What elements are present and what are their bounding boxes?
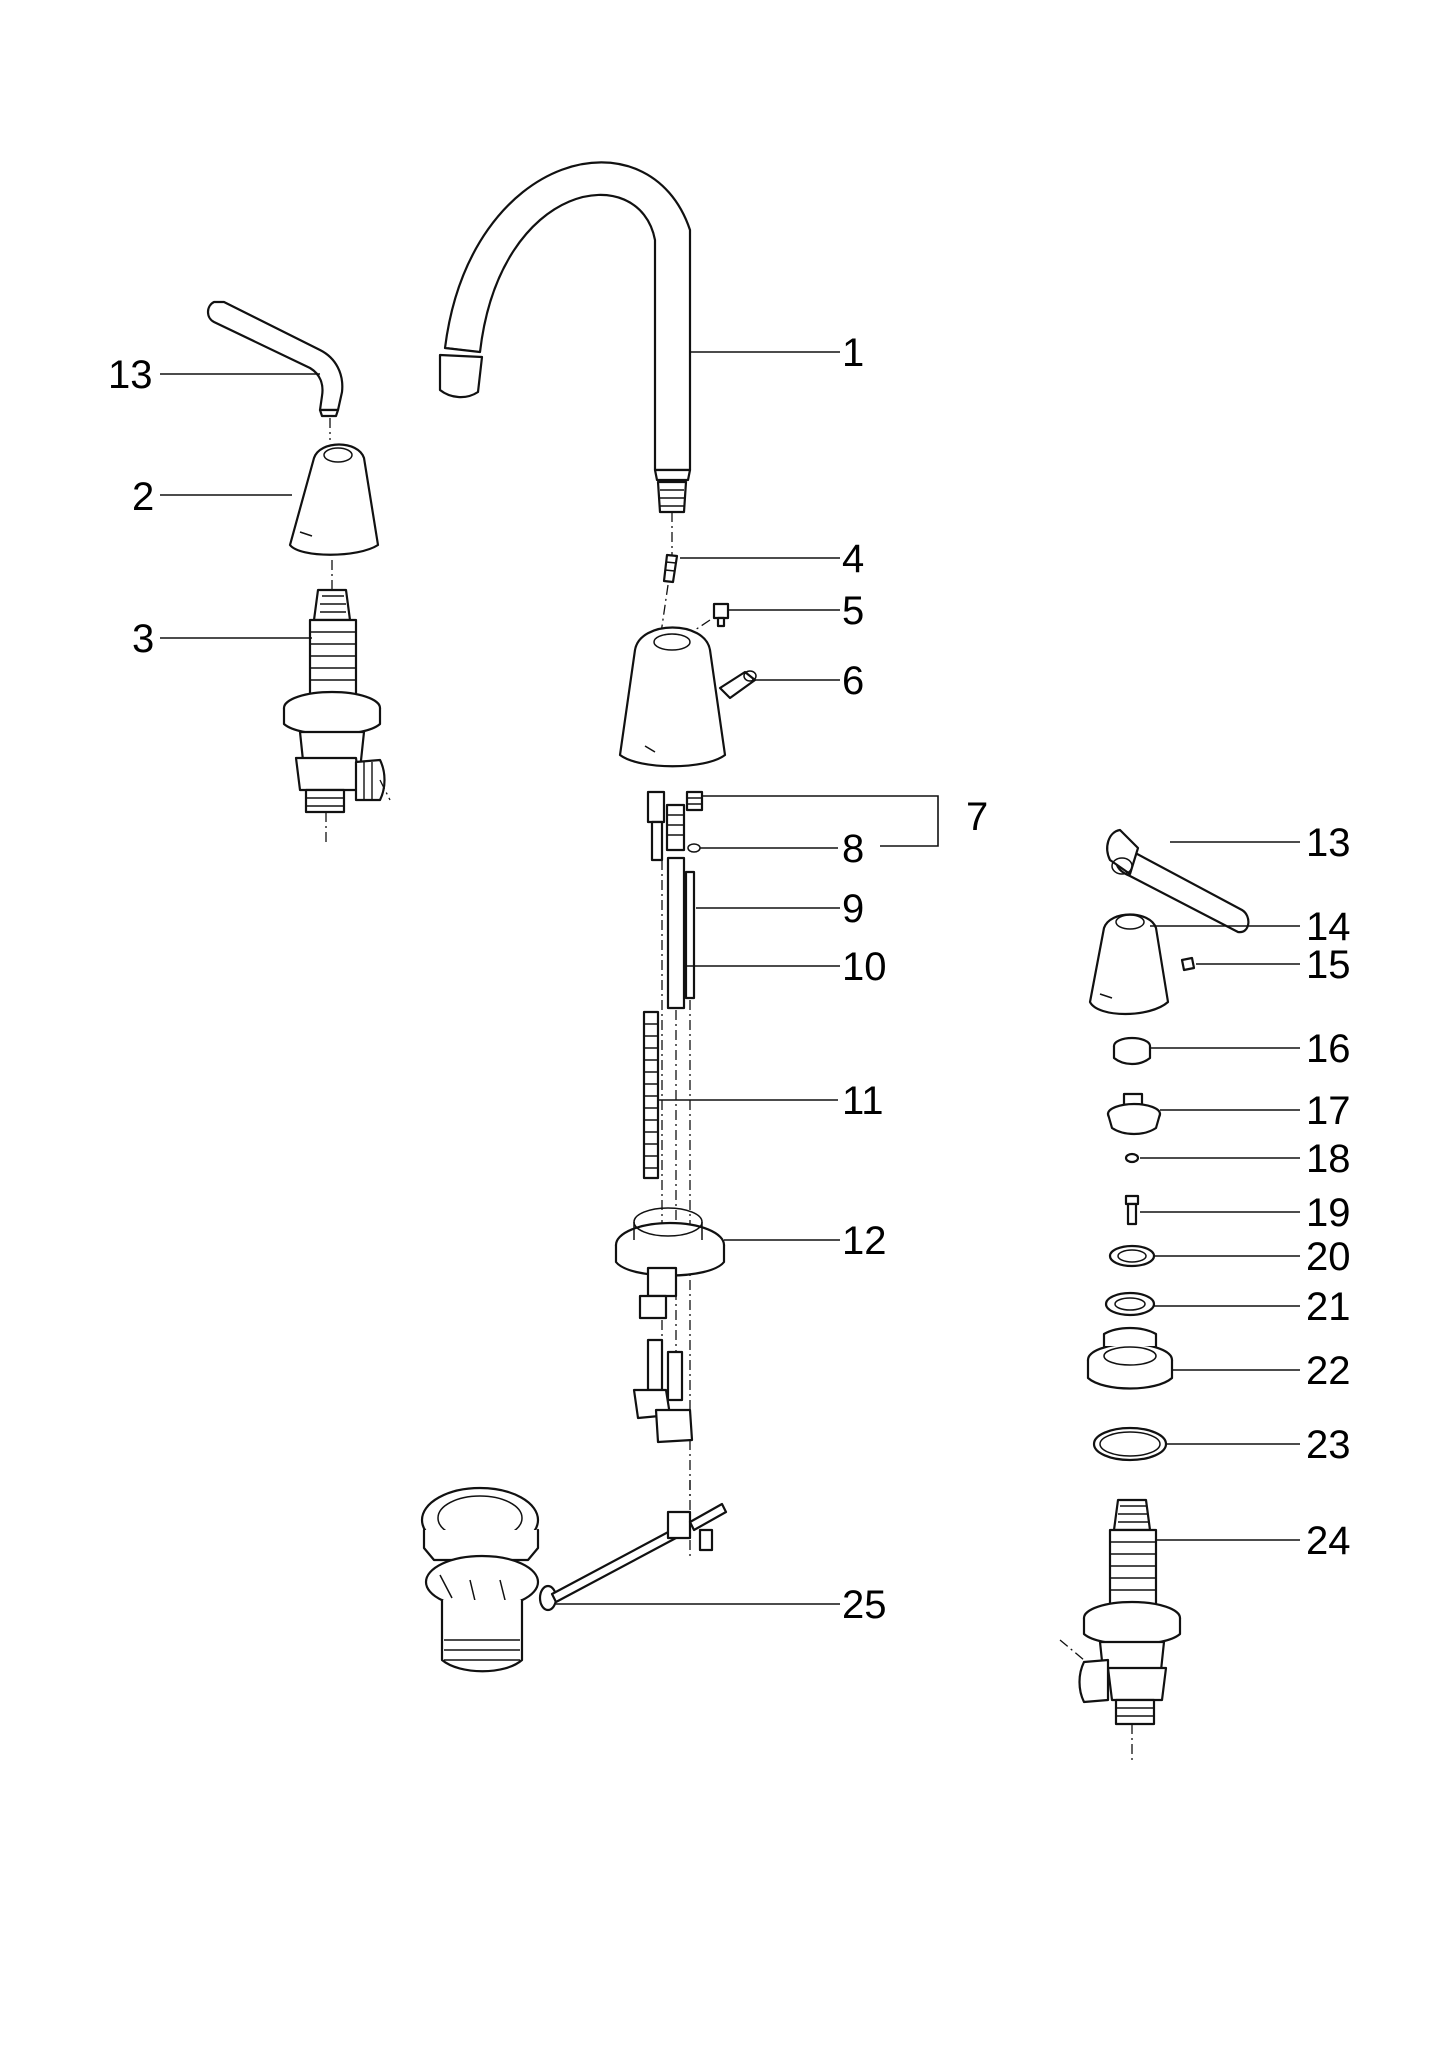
- callout-16: 16: [1306, 1027, 1351, 1071]
- right-seal-ring-part: [1092, 1426, 1168, 1462]
- callout-17: 17: [1306, 1089, 1351, 1133]
- right-valve-cartridge-part: [1078, 1498, 1182, 1726]
- right-washer-part: [1108, 1244, 1156, 1268]
- callout-19: 19: [1306, 1191, 1351, 1235]
- callout-23: 23: [1306, 1423, 1351, 1467]
- callout-11: 11: [842, 1079, 884, 1123]
- right-o-ring-small-part: [1124, 1152, 1140, 1164]
- right-lever-handle-part: [1106, 828, 1250, 934]
- body-cap-part: [618, 626, 757, 768]
- callout-20: 20: [1306, 1235, 1351, 1279]
- callout-12: 12: [842, 1219, 887, 1263]
- callout-14: 14: [1306, 905, 1351, 949]
- callout-2: 2: [132, 475, 154, 519]
- right-screw-part: [1124, 1194, 1140, 1226]
- callout-13-right: 13: [1306, 821, 1351, 865]
- callout-3: 3: [132, 617, 154, 661]
- right-nut-part: [1086, 1326, 1174, 1390]
- screw-part: [712, 602, 730, 628]
- set-screw-part: [662, 553, 679, 584]
- callout-25: 25: [842, 1583, 887, 1627]
- callout-1: 1: [842, 331, 864, 375]
- callout-5: 5: [842, 589, 864, 633]
- callout-9: 9: [842, 887, 864, 931]
- callout-22: 22: [1306, 1349, 1351, 1393]
- right-adapter-part: [1106, 1092, 1162, 1136]
- right-ring-part: [1112, 1036, 1152, 1066]
- callout-15: 15: [1306, 943, 1351, 987]
- callout-8: 8: [842, 827, 864, 871]
- left-cap-part: [288, 443, 380, 556]
- callout-10: 10: [842, 945, 887, 989]
- callout-24: 24: [1306, 1519, 1351, 1563]
- right-grub-screw-part: [1180, 956, 1196, 972]
- callout-18: 18: [1306, 1137, 1351, 1181]
- callout-21: 21: [1306, 1285, 1351, 1329]
- right-cap-part: [1088, 913, 1170, 1016]
- right-circlip-part: [1104, 1291, 1156, 1317]
- left-lever-handle-part: [206, 300, 344, 418]
- flexible-hose-part: [642, 1010, 660, 1180]
- callout-6: 6: [842, 659, 864, 703]
- fitting-cluster-part: [646, 790, 704, 1010]
- hose-connectors-part: [632, 1338, 694, 1444]
- callout-7: 7: [966, 795, 988, 839]
- spout-part: [438, 161, 692, 514]
- callout-labels: 1 2 3 4 5 6 7 8 9 10 11 12 13 13 14 15 1…: [108, 331, 1351, 1627]
- left-valve-cartridge-part: [282, 588, 386, 814]
- popup-waste-part: [420, 1486, 728, 1673]
- callout-13-left: 13: [108, 353, 153, 397]
- callout-4: 4: [842, 537, 864, 581]
- base-flange-part: [614, 1207, 726, 1320]
- leader-lines: [160, 351, 1300, 1605]
